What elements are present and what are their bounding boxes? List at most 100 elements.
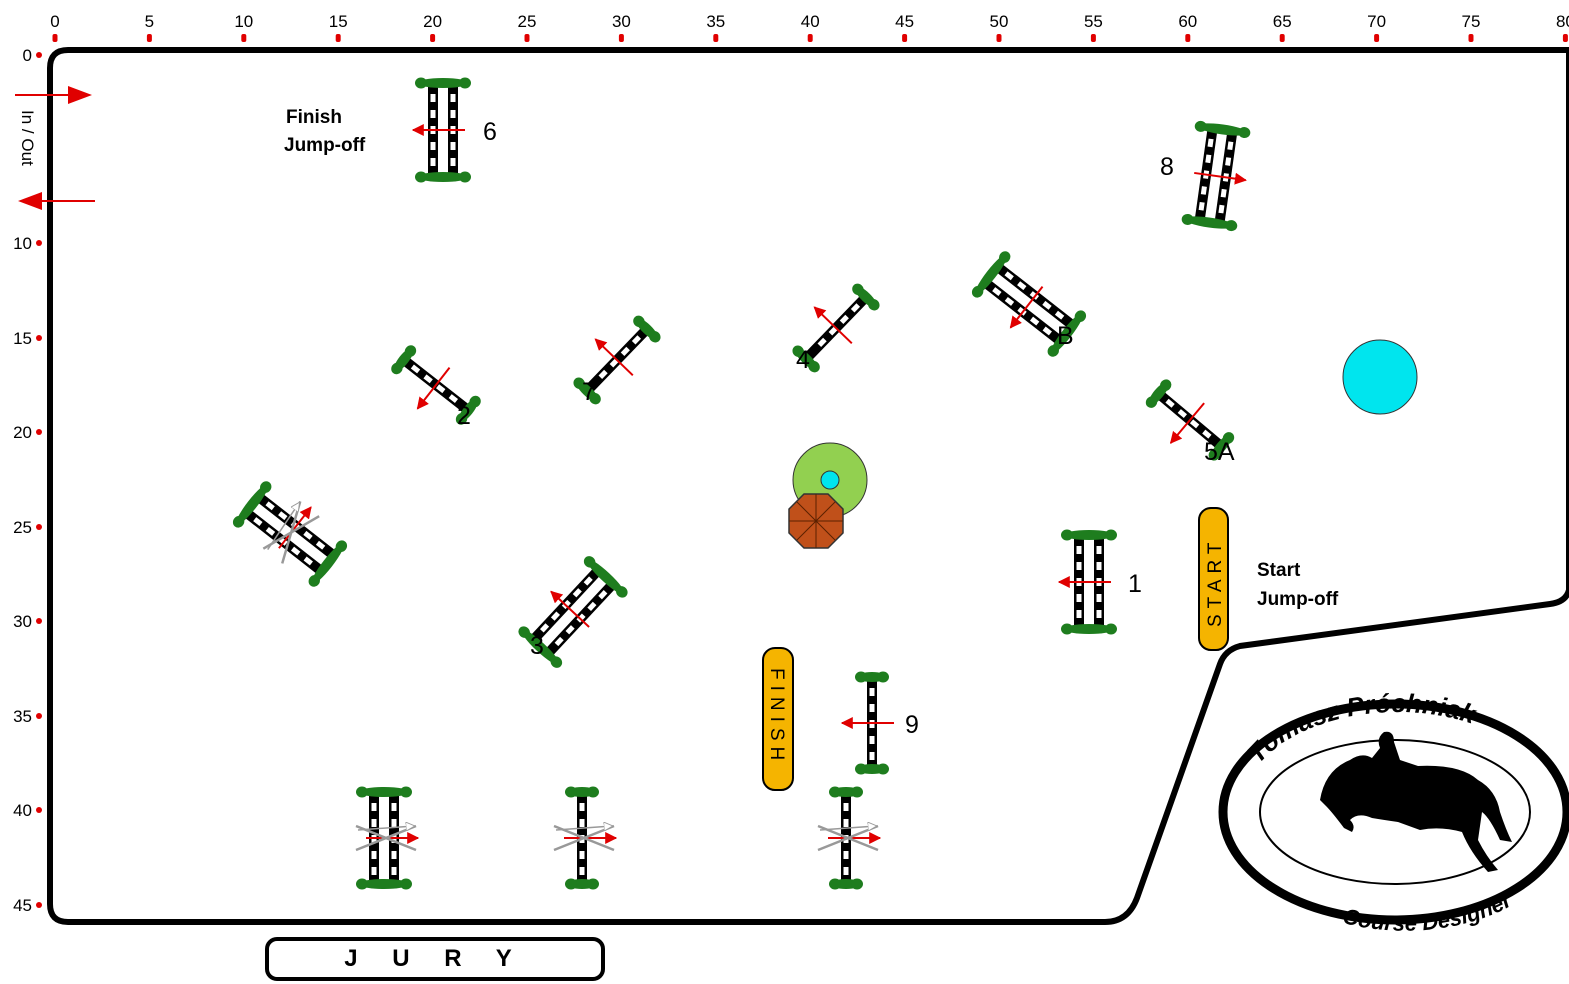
crossed-obstacle <box>553 786 618 890</box>
x-tick-label: 50 <box>990 12 1009 31</box>
obstacle-number: 9 <box>905 711 919 739</box>
x-tick-mark <box>1090 34 1096 42</box>
y-tick-label: 40 <box>13 801 32 820</box>
obstacle-3 <box>518 556 628 668</box>
water-pond <box>1342 339 1418 415</box>
y-tick-mark <box>36 429 42 435</box>
x-tick-mark <box>430 34 436 42</box>
obstacle-number: 2 <box>457 402 471 430</box>
obstacle-number: 7 <box>582 378 596 406</box>
obstacle-5a <box>1145 379 1235 461</box>
y-tick-mark <box>36 52 42 58</box>
x-tick-label: 25 <box>518 12 537 31</box>
obstacle-number: 6 <box>483 118 497 146</box>
crossed-obstacle <box>232 481 348 587</box>
x-tick-mark <box>52 34 58 42</box>
y-tick-label: 45 <box>13 896 32 915</box>
crossed-obstacle <box>817 786 882 890</box>
x-tick-label: 55 <box>1084 12 1103 31</box>
small-water-circle <box>820 470 840 490</box>
y-tick-mark <box>36 240 42 246</box>
y-tick-label: 25 <box>13 518 32 537</box>
obstacle-8 <box>1181 120 1251 232</box>
finish-jumpoff-line1: Finish <box>286 107 342 128</box>
x-tick-label: 60 <box>1178 12 1197 31</box>
start-jumpoff-line2: Jump-off <box>1257 589 1339 610</box>
y-tick-mark <box>36 618 42 624</box>
x-tick-mark <box>1374 34 1380 42</box>
obstacle-number: 5A <box>1204 438 1235 466</box>
obstacle-number: 8 <box>1160 153 1174 181</box>
direction-arrow <box>550 590 590 628</box>
umbrella-icon <box>788 493 844 549</box>
x-tick-mark <box>1279 34 1285 42</box>
x-tick-mark <box>1562 34 1568 42</box>
y-tick-mark <box>36 335 42 341</box>
entrance-arrows: In / Out <box>15 86 95 210</box>
x-tick-mark <box>618 34 624 42</box>
jury-box: J U R Y <box>265 937 605 981</box>
start-flag-label: START <box>1205 536 1226 627</box>
direction-arrow <box>1009 286 1044 329</box>
x-tick-mark <box>335 34 341 42</box>
x-tick-label: 80 <box>1556 12 1569 31</box>
x-tick-mark <box>713 34 719 42</box>
obstacle-number: 3 <box>530 632 544 660</box>
y-tick-mark <box>36 807 42 813</box>
obstacle-number: 4 <box>796 346 810 374</box>
y-tick-label: 35 <box>13 707 32 726</box>
direction-arrow <box>594 338 634 377</box>
y-tick-mark <box>36 902 42 908</box>
y-ruler: 0 10 15 20 25 30 35 40 45 <box>13 46 42 915</box>
finish-jumpoff-line2: Jump-off <box>284 135 366 156</box>
y-tick-label: 20 <box>13 423 32 442</box>
obstacle-2 <box>391 345 481 425</box>
y-tick-mark <box>36 713 42 719</box>
obstacle-6 <box>411 77 471 183</box>
y-tick-label: 15 <box>13 329 32 348</box>
x-tick-label: 40 <box>801 12 820 31</box>
horse-rider-icon <box>1320 731 1512 872</box>
course-designer-logo: Tomasz Próchniak Course Designer <box>1218 688 1569 936</box>
obstacle-7 <box>573 315 661 405</box>
y-tick-label: 10 <box>13 234 32 253</box>
obstacle-4 <box>792 283 880 373</box>
crossed-obstacle <box>355 786 420 890</box>
x-tick-label: 35 <box>706 12 725 31</box>
entrance-label: In / Out <box>18 110 37 166</box>
x-tick-label: 0 <box>50 12 59 31</box>
x-tick-label: 65 <box>1273 12 1292 31</box>
x-tick-mark <box>807 34 813 42</box>
obstacle-number: 1 <box>1128 570 1142 598</box>
jury-label: J U R Y <box>344 945 526 972</box>
direction-arrow <box>813 306 853 345</box>
x-tick-label: 20 <box>423 12 442 31</box>
x-tick-mark <box>241 34 247 42</box>
y-tick-label: 30 <box>13 612 32 631</box>
start-flag: START <box>1198 507 1229 651</box>
start-jumpoff-line1: Start <box>1257 560 1301 581</box>
x-tick-label: 5 <box>145 12 154 31</box>
x-tick-mark <box>996 34 1002 42</box>
y-tick-label: 0 <box>23 46 32 65</box>
x-tick-mark <box>902 34 908 42</box>
x-tick-label: 10 <box>234 12 253 31</box>
x-tick-label: 15 <box>329 12 348 31</box>
x-tick-mark <box>1185 34 1191 42</box>
finish-flag-label: FINISH <box>766 668 787 766</box>
direction-arrow <box>416 367 451 410</box>
direction-arrow <box>1169 402 1205 444</box>
y-tick-mark <box>36 524 42 530</box>
x-tick-label: 70 <box>1367 12 1386 31</box>
x-tick-mark <box>146 34 152 42</box>
direction-arrow <box>1194 171 1247 185</box>
x-tick-label: 75 <box>1462 12 1481 31</box>
finish-flag: FINISH <box>762 647 794 791</box>
x-tick-label: 30 <box>612 12 631 31</box>
obstacle-9 <box>840 671 894 775</box>
x-tick-mark <box>524 34 530 42</box>
central-decoration <box>788 442 868 549</box>
